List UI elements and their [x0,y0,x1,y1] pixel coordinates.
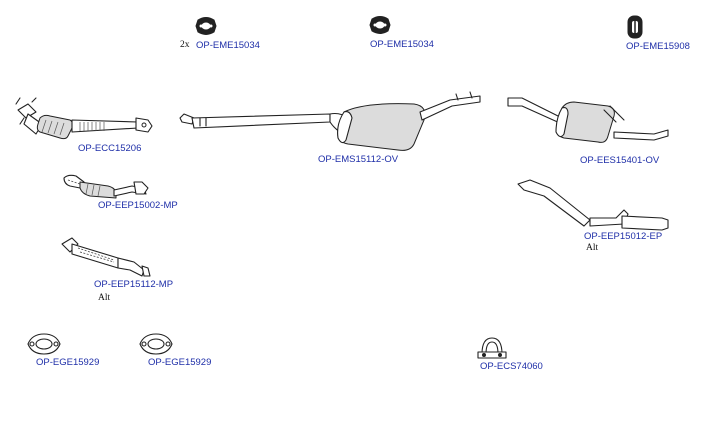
part-code-link[interactable]: OP-EMS15112-OV [318,154,399,165]
tail-pipe-icon[interactable] [517,179,669,231]
gasket-icon[interactable] [139,333,173,355]
part-code-link[interactable]: OP-EEP15002-MP [98,200,178,211]
front-pipe-icon[interactable] [63,174,149,199]
part-code-link[interactable]: OP-EME15034 [370,39,434,50]
part-code-link[interactable]: OP-EME15908 [626,41,690,52]
part-code-link[interactable]: OP-ECS74060 [480,361,543,372]
part-code-link[interactable]: OP-EES15401-OV [580,155,660,166]
catalytic-converter-icon[interactable] [15,97,153,140]
part-code-link[interactable]: OP-EGE15929 [148,357,212,368]
rubber-hanger-icon[interactable] [369,16,391,34]
part-code-link[interactable]: OP-ECC15206 [78,143,142,154]
alt-note: Alt [98,293,111,303]
part-code-link[interactable]: OP-EEP15112-MP [94,279,174,290]
part-code-link[interactable]: OP-EGE15929 [36,357,100,368]
clamp-icon[interactable] [477,337,507,359]
part-code-link[interactable]: OP-EME15034 [196,40,260,51]
middle-silencer-icon[interactable] [179,91,481,151]
alt-note: Alt [586,243,599,253]
gasket-icon[interactable] [27,333,61,355]
part-code-link[interactable]: OP-EEP15012-EP [584,231,663,242]
rear-silencer-icon[interactable] [507,97,669,143]
quantity-label: 2x [180,40,190,50]
rubber-hanger-icon[interactable] [627,15,643,39]
front-pipe-alt-icon[interactable] [61,237,151,277]
rubber-hanger-icon[interactable] [195,17,217,35]
